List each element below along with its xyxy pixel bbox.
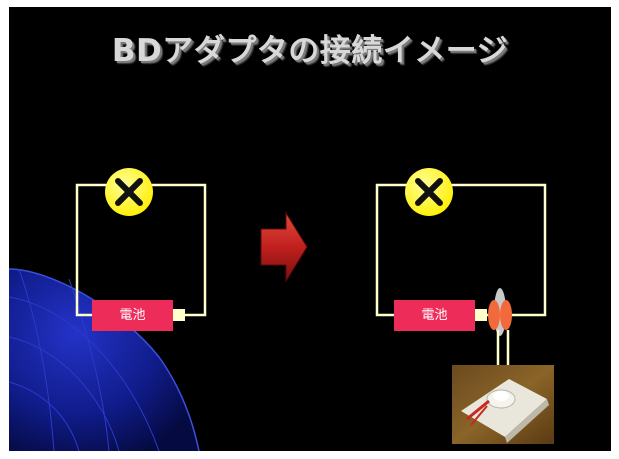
battery-terminal <box>173 309 185 321</box>
x-mark-icon <box>415 178 443 206</box>
decorative-globe <box>9 268 200 451</box>
wire-right <box>129 183 207 317</box>
battery <box>92 300 173 331</box>
battery-terminal <box>475 309 487 321</box>
bd-adapter <box>488 288 512 336</box>
bd-adapter-photo <box>452 365 554 444</box>
battery-label: 電池 <box>119 308 146 323</box>
slide: BDアダプタの接続イメージ 電池 電池 <box>9 7 611 451</box>
x-mark-icon <box>115 178 143 206</box>
wire-left <box>75 183 129 317</box>
slide-artwork <box>9 168 554 451</box>
slide-title: BDアダプタの接続イメージ <box>111 33 509 69</box>
wire-right <box>429 183 547 317</box>
battery <box>394 300 475 331</box>
circuit-after <box>375 168 554 444</box>
wire-left <box>375 183 429 317</box>
circuit-before <box>75 168 207 331</box>
right-arrow-icon <box>260 211 308 283</box>
battery-label: 電池 <box>421 308 448 323</box>
